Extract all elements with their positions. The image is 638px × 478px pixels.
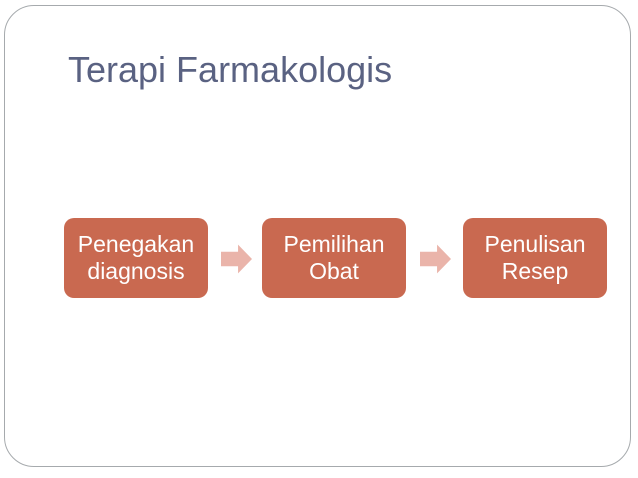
process-step-label: Penegakan diagnosis xyxy=(77,231,195,284)
process-step-penegakan-diagnosis: Penegakan diagnosis xyxy=(64,218,208,298)
process-step-label: Penulisan Resep xyxy=(484,231,586,284)
slide-title: Terapi Farmakologis xyxy=(68,49,393,90)
process-step-label: Pemilihan Obat xyxy=(283,231,385,284)
process-step-pemilihan-obat: Pemilihan Obat xyxy=(262,218,406,298)
process-step-penulisan-resep: Penulisan Resep xyxy=(463,218,607,298)
